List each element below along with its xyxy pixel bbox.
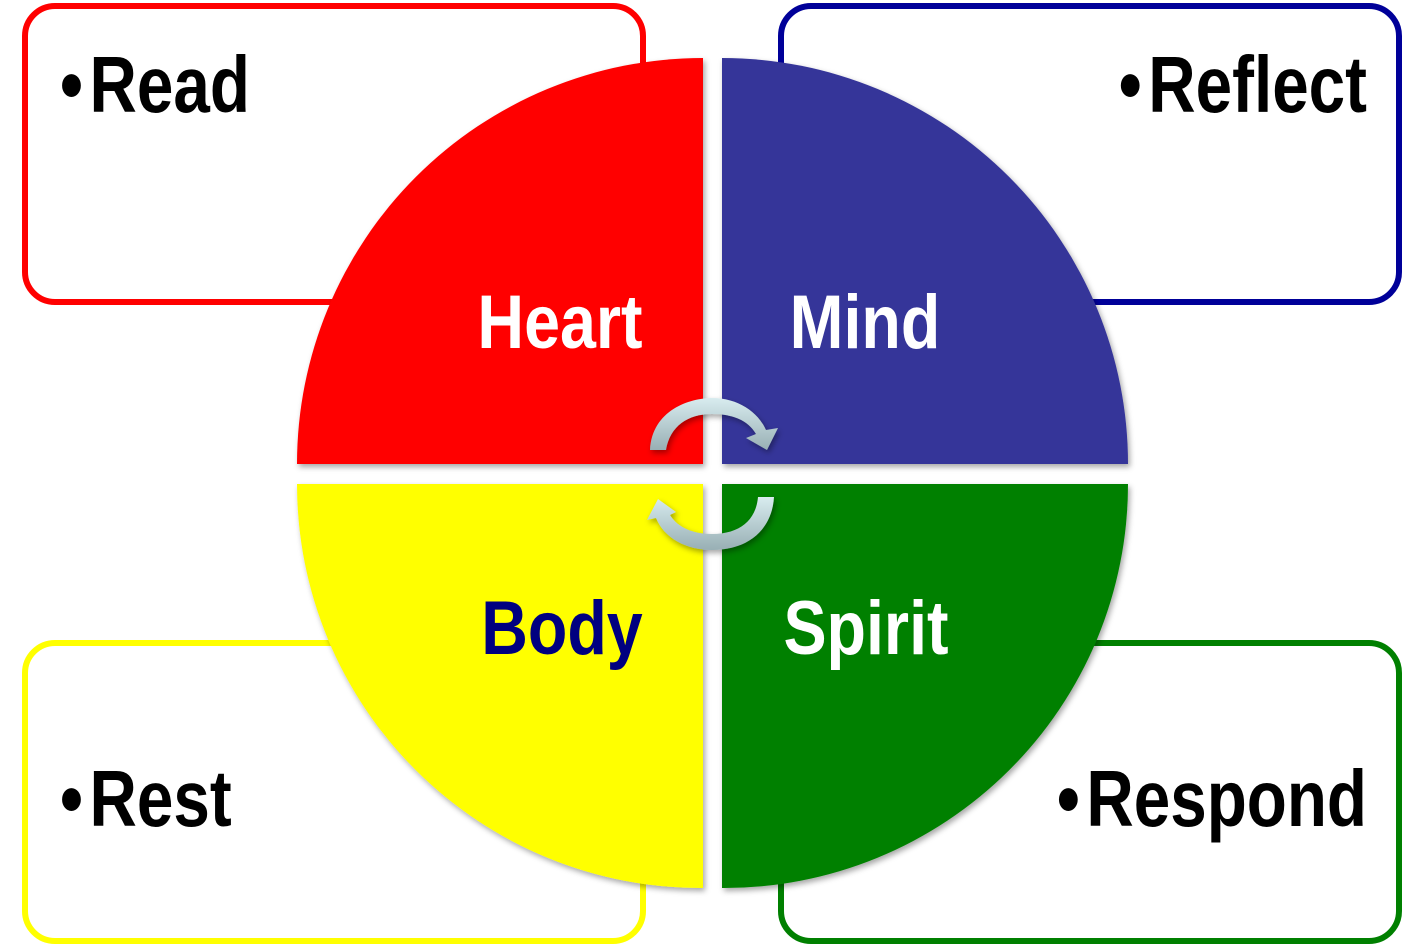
mind-label: Mind [790, 279, 941, 364]
clockwise-arrow-bottom-icon [647, 497, 774, 550]
body-label: Body [481, 585, 642, 670]
heart-label: Heart [477, 279, 642, 364]
body-quadrant [297, 484, 703, 889]
heart-quadrant [297, 58, 703, 464]
reflect-label: •Reflect [1119, 40, 1367, 130]
rest-label: •Rest [60, 754, 232, 844]
respond-label: •Respond [1057, 754, 1367, 844]
read-label: •Read [60, 40, 250, 130]
spirit-label: Spirit [783, 585, 948, 670]
clockwise-arrow-top-icon [650, 398, 778, 450]
spirit-quadrant [722, 484, 1128, 889]
mind-quadrant [722, 58, 1128, 464]
